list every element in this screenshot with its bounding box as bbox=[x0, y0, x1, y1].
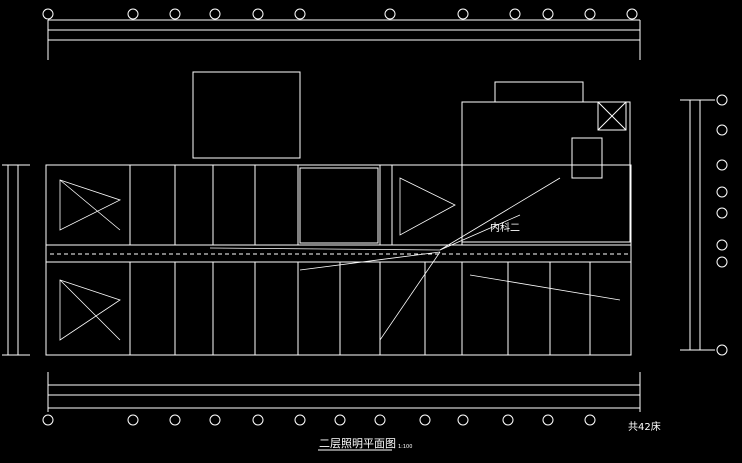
right-dimension-chain bbox=[680, 99, 715, 351]
upper-room-walls bbox=[129, 165, 463, 245]
lower-room-walls bbox=[129, 262, 591, 355]
building-outline bbox=[45, 164, 632, 356]
lighting-circuits bbox=[59, 177, 621, 341]
rooftop-block bbox=[192, 71, 301, 159]
stair-elevator-block bbox=[461, 81, 631, 243]
drawing-scale: 1:100 bbox=[398, 444, 413, 450]
ward-label: 内科二 bbox=[490, 223, 520, 234]
grid-bubbles-bottom bbox=[42, 414, 596, 426]
top-dimension-chain bbox=[47, 19, 641, 60]
drawing-title: 二层照明平面图 bbox=[319, 437, 396, 450]
grid-bubbles-top bbox=[42, 8, 638, 20]
grid-bubbles-right bbox=[716, 94, 728, 356]
bottom-dimension-chain bbox=[47, 372, 641, 412]
left-dimension-chain bbox=[2, 164, 30, 356]
bed-count-label: 共42床 bbox=[628, 422, 661, 433]
